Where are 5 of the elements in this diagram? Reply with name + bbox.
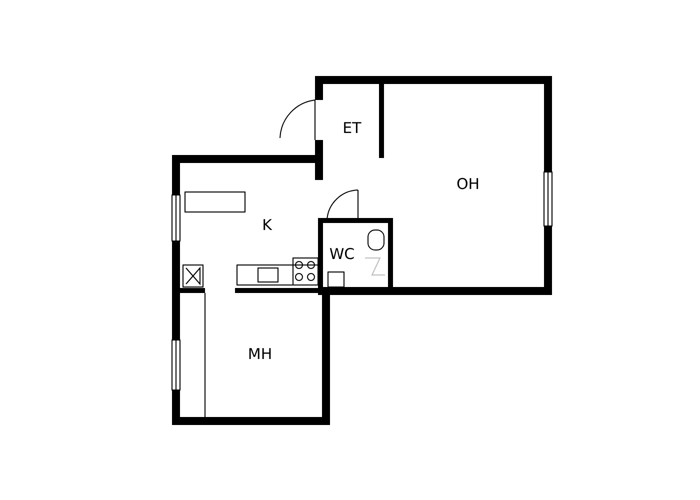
room-label: WC [329,245,355,263]
room-label: MH [248,345,272,363]
room-label: ET [342,119,362,137]
room-label: OH [456,175,480,193]
room-label: K [262,216,272,234]
